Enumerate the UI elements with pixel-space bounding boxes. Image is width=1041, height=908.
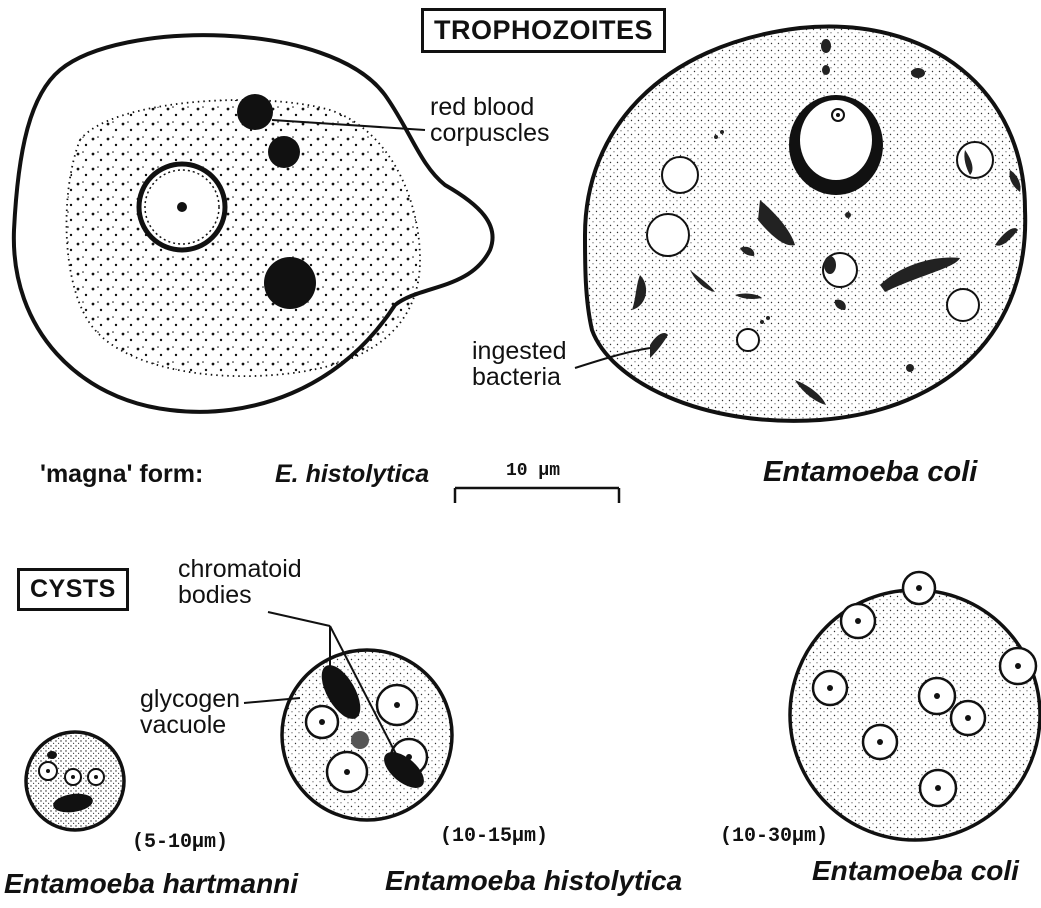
histolytica-cyst xyxy=(244,612,452,820)
histolytica-endoplasm xyxy=(66,100,420,376)
histolytica-karyosome xyxy=(177,202,187,212)
chromatoid-bodies-label: chromatoid bodies xyxy=(178,556,302,609)
hartmanni-cyst xyxy=(26,732,124,830)
ingested-bacteria-label: ingested bacteria xyxy=(472,338,567,391)
hartmanni-inclusion xyxy=(47,751,57,759)
scale-bar xyxy=(455,488,619,503)
histolytica-trophozoite xyxy=(14,35,493,412)
coli-cyst-species: Entamoeba coli xyxy=(812,856,1019,885)
red-blood-corpuscle xyxy=(264,257,316,309)
coli-trophozoite-species: Entamoeba coli xyxy=(763,457,977,487)
cysts-title: CYSTS xyxy=(17,568,129,611)
red-blood-corpuscle xyxy=(268,136,300,168)
histolytica-cyst-size: (10-15µm) xyxy=(440,826,548,847)
coli-cyst-size: (10-30µm) xyxy=(720,826,828,847)
red-blood-corpuscle xyxy=(237,94,273,130)
trophozoites-title: TROPHOZOITES xyxy=(421,8,666,53)
coli-karyosome-center xyxy=(836,113,840,117)
coli-cyst xyxy=(790,572,1040,840)
magna-form-label: 'magna' form: xyxy=(40,461,203,487)
hartmanni-size: (5-10µm) xyxy=(132,832,228,853)
hartmanni-species: Entamoeba hartmanni xyxy=(4,869,298,898)
histolytica-trophozoite-species: E. histolytica xyxy=(275,461,429,487)
coli-cyst-outline xyxy=(790,590,1040,840)
scale-bar-label: 10 µm xyxy=(506,462,560,481)
coli-nucleus-interior xyxy=(800,100,872,180)
histolytica-glycogen-vacuole xyxy=(351,731,369,749)
red-blood-corpuscles-label: red blood corpuscles xyxy=(430,94,550,147)
glycogen-vacuole-label: glycogen vacuole xyxy=(140,686,240,739)
histolytica-cyst-species: Entamoeba histolytica xyxy=(385,866,682,895)
coli-trophozoite xyxy=(575,27,1025,421)
